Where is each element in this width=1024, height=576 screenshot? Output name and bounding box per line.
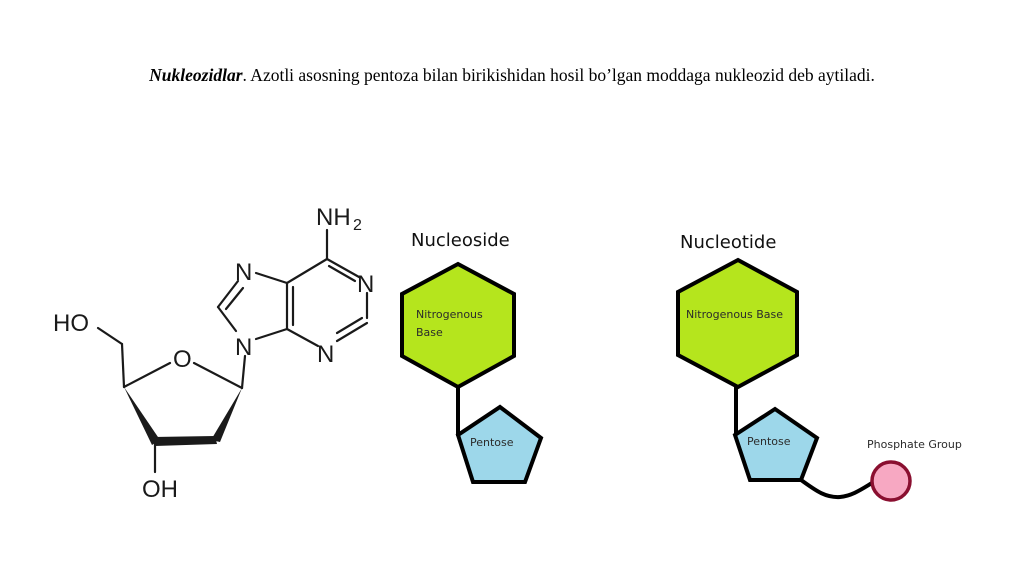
nucleoside-base-label-line1: Nitrogenous (416, 308, 483, 321)
label-n9: N (235, 334, 252, 361)
label-ring-oxygen: O (173, 346, 192, 373)
nucleoside-pentose-label: Pentose (470, 436, 514, 449)
caption-term: Nukleozidlar (149, 65, 243, 85)
phosphate-group-circle (870, 460, 912, 502)
nucleotide-pentose-pentagon (732, 406, 820, 482)
nucleoside-pentose-pentagon (455, 404, 544, 484)
caption: Nukleozidlar. Azotli asosning pentoza bi… (90, 64, 934, 86)
label-ho: HO (53, 310, 89, 337)
label-nh2-subscript: 2 (353, 217, 362, 234)
phosphate-group-label: Phosphate Group (867, 438, 962, 451)
nucleotide-base-hexagon (676, 257, 799, 390)
molecule-structure (96, 228, 369, 474)
label-nh2: NH (316, 204, 351, 231)
nucleoside-title: Nucleoside (411, 230, 510, 251)
nucleotide-base-label: Nitrogenous Base (686, 308, 783, 321)
nucleotide-pentose-label: Pentose (747, 435, 791, 448)
nucleoside-base-hexagon (400, 261, 516, 390)
wedge-bond-c4-c3 (124, 387, 160, 445)
nucleoside-base-label-line2: Base (416, 326, 443, 339)
phosphate-bond (799, 478, 874, 500)
wedge-bond-c2-c1 (211, 388, 242, 442)
label-n3: N (317, 341, 334, 368)
nucleotide-title: Nucleotide (680, 232, 776, 253)
label-oh: OH (142, 476, 178, 503)
caption-text: . Azotli asosning pentoza bilan birikish… (242, 65, 875, 85)
label-n1: N (357, 271, 374, 298)
wedge-bond-c3-c2 (153, 436, 217, 446)
label-n7: N (235, 259, 252, 286)
